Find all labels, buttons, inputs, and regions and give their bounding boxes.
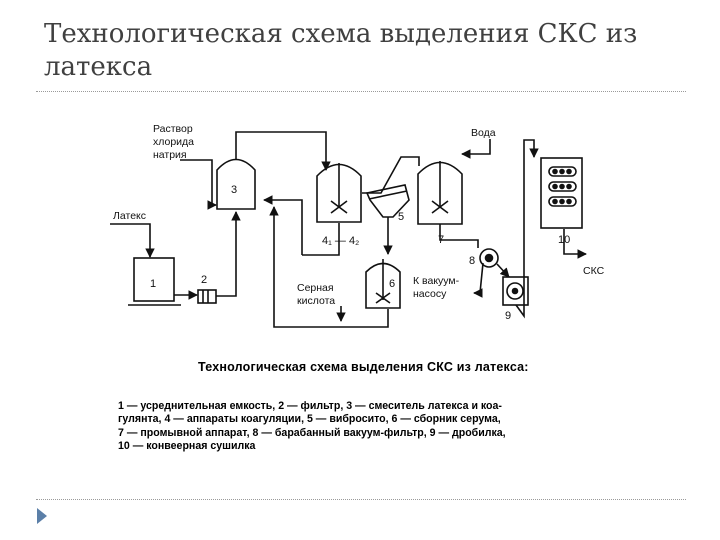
number-7: 7 bbox=[438, 234, 444, 246]
number-10: 10 bbox=[558, 234, 570, 246]
legend-line: 10 — конвеерная сушилка bbox=[118, 440, 256, 453]
legend-line: 7 — промывной аппарат, 8 — барабанный ва… bbox=[118, 426, 506, 439]
number-1: 1 bbox=[150, 278, 156, 290]
slide-title: Технологическая схема выделения СКС из л… bbox=[44, 19, 638, 82]
legend-line: гулянта, 4 — аппараты коагуляции, 5 — ви… bbox=[118, 413, 501, 426]
number-6: 6 bbox=[389, 278, 395, 290]
label-product: СКС bbox=[583, 265, 605, 277]
label-acid-line1: Серная bbox=[297, 282, 334, 294]
label-nacl-line1: Раствор bbox=[153, 123, 193, 135]
label-nacl-line2: хлорида bbox=[153, 136, 194, 148]
title-divider bbox=[36, 91, 686, 92]
number-3: 3 bbox=[231, 184, 237, 196]
crusher-9 bbox=[502, 276, 529, 306]
number-4: 4₁ — 4₂ bbox=[322, 235, 359, 247]
mixer-3 bbox=[216, 158, 256, 210]
label-vacuum-line2: насосу bbox=[413, 288, 447, 300]
diagram-legend: 1 — усреднительная емкость, 2 — фильтр, … bbox=[118, 400, 598, 454]
legend-line: 1 — усреднительная емкость, 2 — фильтр, … bbox=[118, 400, 502, 412]
label-vacuum-line1: К вакуум- bbox=[413, 275, 460, 287]
number-2: 2 bbox=[201, 274, 207, 286]
label-acid-line2: кислота bbox=[297, 295, 335, 307]
triangle-bullet-icon bbox=[37, 508, 47, 524]
vibrating-sieve-5 bbox=[365, 184, 410, 225]
coagulation-apparatus-4 bbox=[316, 163, 362, 223]
label-water: Вода bbox=[471, 127, 496, 139]
diagram-caption: Технологическая схема выделения СКС из л… bbox=[198, 360, 529, 374]
drum-vacuum-filter-8 bbox=[479, 248, 499, 268]
pipelines bbox=[110, 131, 587, 328]
number-9: 9 bbox=[505, 310, 511, 322]
serum-collector-6 bbox=[365, 259, 401, 309]
label-nacl-line3: натрия bbox=[153, 149, 187, 161]
equalizing-tank-1 bbox=[128, 257, 181, 306]
number-5: 5 bbox=[398, 211, 404, 223]
footer-divider bbox=[36, 499, 686, 500]
filter-2 bbox=[197, 289, 217, 304]
conveyor-dryer-10 bbox=[540, 157, 583, 229]
number-8: 8 bbox=[469, 255, 475, 267]
label-latex: Латекс bbox=[113, 210, 146, 222]
washing-apparatus-7 bbox=[417, 161, 463, 225]
